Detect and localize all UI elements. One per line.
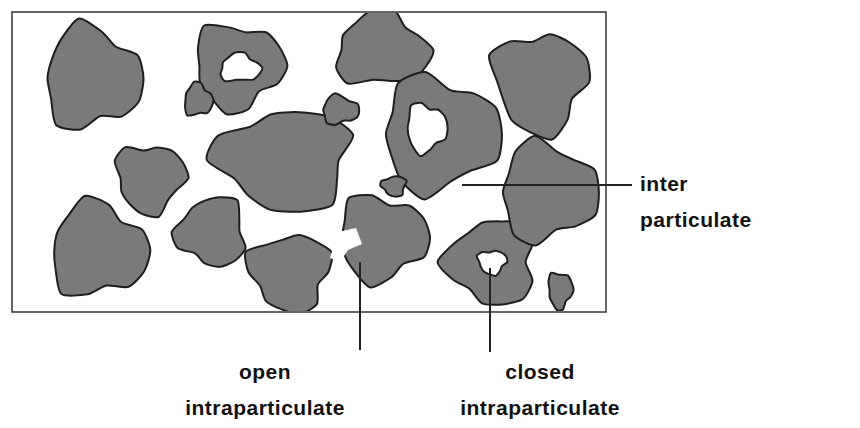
particle [489,34,590,139]
particle [172,197,246,267]
particle [54,196,150,296]
leader-line [359,262,361,350]
particle [115,147,189,217]
closed-pore [477,251,508,276]
particle [503,136,599,246]
leader-line [462,184,632,186]
particle [245,235,332,311]
particle-group [48,13,599,311]
particle [323,93,359,125]
closed-pore [408,103,448,157]
leader-line [489,268,491,352]
pore-label: closed intraparticulate [430,354,650,426]
closed-pore [221,52,263,81]
particle [380,176,406,196]
pore-label: open intraparticulate [160,354,370,426]
pore-label: inter particulate [640,166,800,238]
particle [548,273,573,311]
open-pore [330,228,362,262]
particle [185,81,213,115]
particle [48,18,144,129]
